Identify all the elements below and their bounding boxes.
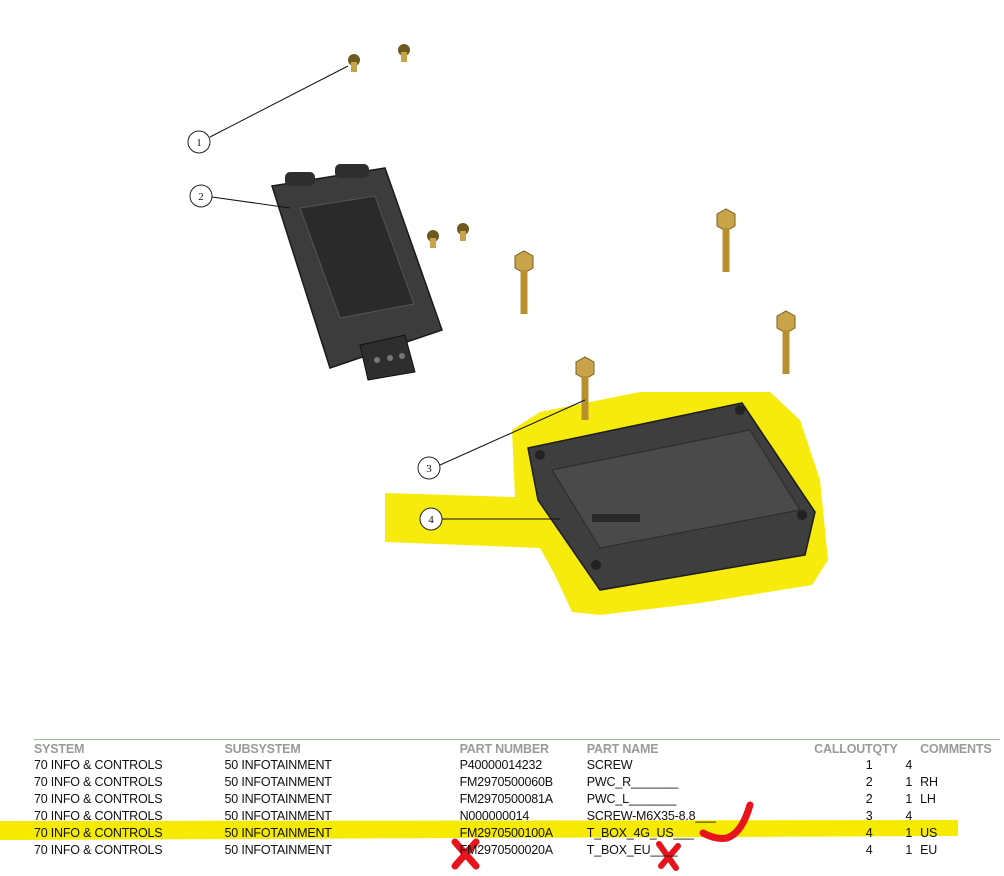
cell-comments: EU: [920, 842, 938, 857]
header-comments: COMMENTS: [920, 739, 1000, 756]
parts-table: SYSTEM SUBSYSTEM PART NUMBER PART NAME C…: [34, 739, 1000, 858]
cell-qty: 1: [905, 774, 913, 789]
table-row: 70 INFO & CONTROLS 50 INFOTAINMENT FM297…: [34, 773, 1000, 790]
exploded-parts-diagram: 1 2 3 4: [187, 44, 828, 615]
header-system: SYSTEM: [34, 739, 225, 756]
table-row: 70 INFO & CONTROLS 50 INFOTAINMENT P4000…: [34, 756, 1000, 773]
leader-3: [439, 399, 586, 466]
cell-callout: 4: [865, 842, 873, 857]
cell-part-number: FM2970500081A: [459, 791, 554, 806]
cell-comments: RH: [920, 774, 938, 789]
header-callout: CALLOUT: [812, 739, 873, 756]
table-row: 70 INFO & CONTROLS 50 INFOTAINMENT FM297…: [34, 790, 1000, 807]
cell-part-name: SCREW-M6X35-8.8___: [586, 808, 716, 823]
callout-2: 2: [189, 184, 213, 208]
cell-qty: 4: [905, 808, 913, 823]
cell-callout: 2: [865, 774, 873, 789]
cell-subsystem: 50 INFOTAINMENT: [224, 757, 332, 772]
cell-subsystem: 50 INFOTAINMENT: [224, 774, 332, 789]
cell-comments: [920, 756, 1000, 773]
cell-system: 70 INFO & CONTROLS: [34, 808, 163, 823]
cell-part-number: FM2970500020A: [459, 842, 554, 857]
cell-part-number: P40000014232: [459, 757, 543, 772]
t-box-module: [527, 402, 816, 591]
header-part-number: PART NUMBER: [459, 739, 587, 756]
screw-1a-icon: [348, 54, 360, 72]
leader-1: [209, 65, 349, 138]
cell-part-number: N000000014: [459, 808, 530, 823]
cell-subsystem: 50 INFOTAINMENT: [224, 791, 332, 806]
cell-part-name: PWC_L_______: [586, 791, 677, 806]
cell-comments: US: [920, 825, 938, 840]
bolt-3c-icon: [776, 310, 796, 374]
table-row-selected: 70 INFO & CONTROLS 50 INFOTAINMENT FM297…: [34, 824, 1000, 841]
bolt-3d-icon: [575, 356, 595, 420]
cell-part-number: FM2970500060B: [459, 774, 554, 789]
cell-system: 70 INFO & CONTROLS: [34, 757, 163, 772]
callout-3: 3: [417, 456, 441, 480]
screw-1c-icon: [427, 230, 439, 248]
bolt-3a-icon: [514, 250, 534, 314]
cell-part-name: SCREW: [586, 757, 633, 772]
callout-1: 1: [187, 130, 211, 154]
cell-callout: 4: [865, 825, 873, 840]
cell-callout: 2: [865, 791, 873, 806]
cell-subsystem: 50 INFOTAINMENT: [224, 842, 332, 857]
svg-text:1: 1: [196, 137, 202, 149]
cell-system: 70 INFO & CONTROLS: [34, 825, 163, 840]
header-qty: QTY: [872, 739, 921, 756]
cell-system: 70 INFO & CONTROLS: [34, 842, 163, 857]
leader-2: [211, 196, 291, 209]
cell-subsystem: 50 INFOTAINMENT: [224, 808, 332, 823]
screw-1d-icon: [457, 223, 469, 241]
bolt-3b-icon: [716, 208, 736, 272]
callout-4: 4: [419, 507, 443, 531]
svg-text:4: 4: [428, 514, 434, 526]
cell-callout: 1: [865, 757, 873, 772]
cell-system: 70 INFO & CONTROLS: [34, 774, 163, 789]
cell-part-number: FM2970500100A: [459, 825, 554, 840]
header-part-name: PART NAME: [586, 739, 813, 756]
svg-text:2: 2: [198, 191, 204, 203]
cell-comments: LH: [920, 791, 936, 806]
cell-qty: 1: [905, 825, 913, 840]
header-subsystem: SUBSYSTEM: [224, 739, 460, 756]
cell-system: 70 INFO & CONTROLS: [34, 791, 163, 806]
cell-qty: 1: [905, 842, 913, 857]
cell-qty: 4: [905, 757, 913, 772]
cell-part-name: PWC_R_______: [586, 774, 679, 789]
svg-text:3: 3: [426, 463, 432, 475]
pwc-module: [271, 164, 443, 381]
cell-qty: 1: [905, 791, 913, 806]
cell-subsystem: 50 INFOTAINMENT: [224, 825, 332, 840]
cell-part-name: T_BOX_4G_US___: [586, 825, 694, 840]
table-row: 70 INFO & CONTROLS 50 INFOTAINMENT N0000…: [34, 807, 1000, 824]
cell-callout: 3: [865, 808, 873, 823]
cell-comments: [920, 807, 1000, 824]
screw-1b-icon: [398, 44, 410, 62]
table-header-row: SYSTEM SUBSYSTEM PART NUMBER PART NAME C…: [34, 739, 1000, 756]
cell-part-name: T_BOX_EU____: [586, 842, 678, 857]
table-row-rejected: 70 INFO & CONTROLS 50 INFOTAINMENT FM297…: [34, 841, 1000, 858]
